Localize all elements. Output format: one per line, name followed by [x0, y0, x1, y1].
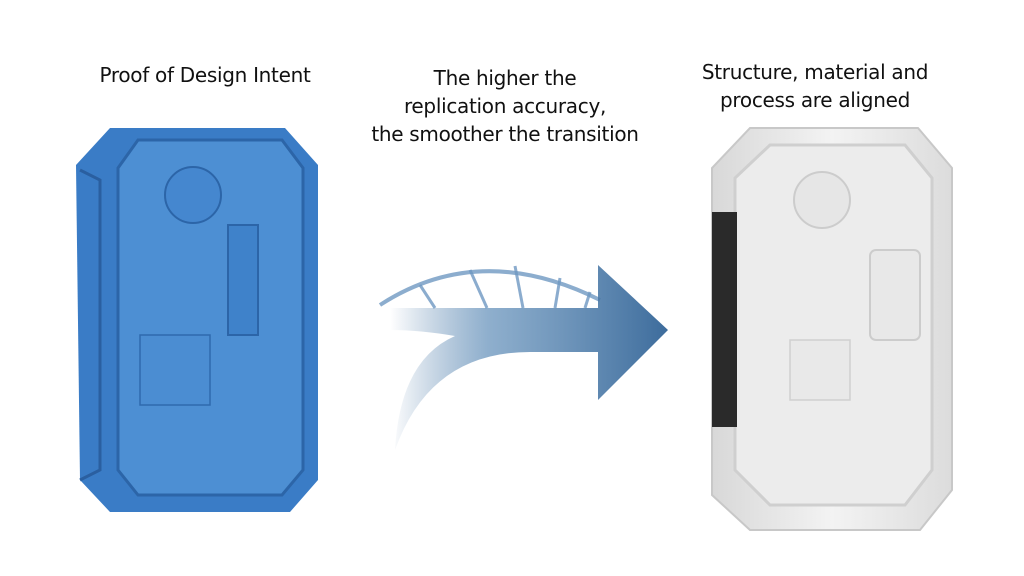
caption-transition: The higher the replication accuracy, the…	[340, 64, 670, 148]
caption-line: the smoother the transition	[371, 122, 639, 146]
caption-prototype: Proof of Design Intent	[60, 61, 350, 89]
transition-arrow	[378, 265, 668, 450]
blue-prototype-enclosure	[76, 128, 318, 512]
caption-production: Structure, material and process are alig…	[670, 58, 960, 114]
caption-line: process are aligned	[720, 88, 910, 112]
white-production-enclosure	[711, 127, 953, 531]
caption-line: replication accuracy,	[403, 94, 607, 118]
caption-line: Proof of Design Intent	[99, 63, 311, 87]
caption-line: Structure, material and	[701, 60, 929, 84]
caption-line: The higher the	[433, 66, 577, 90]
